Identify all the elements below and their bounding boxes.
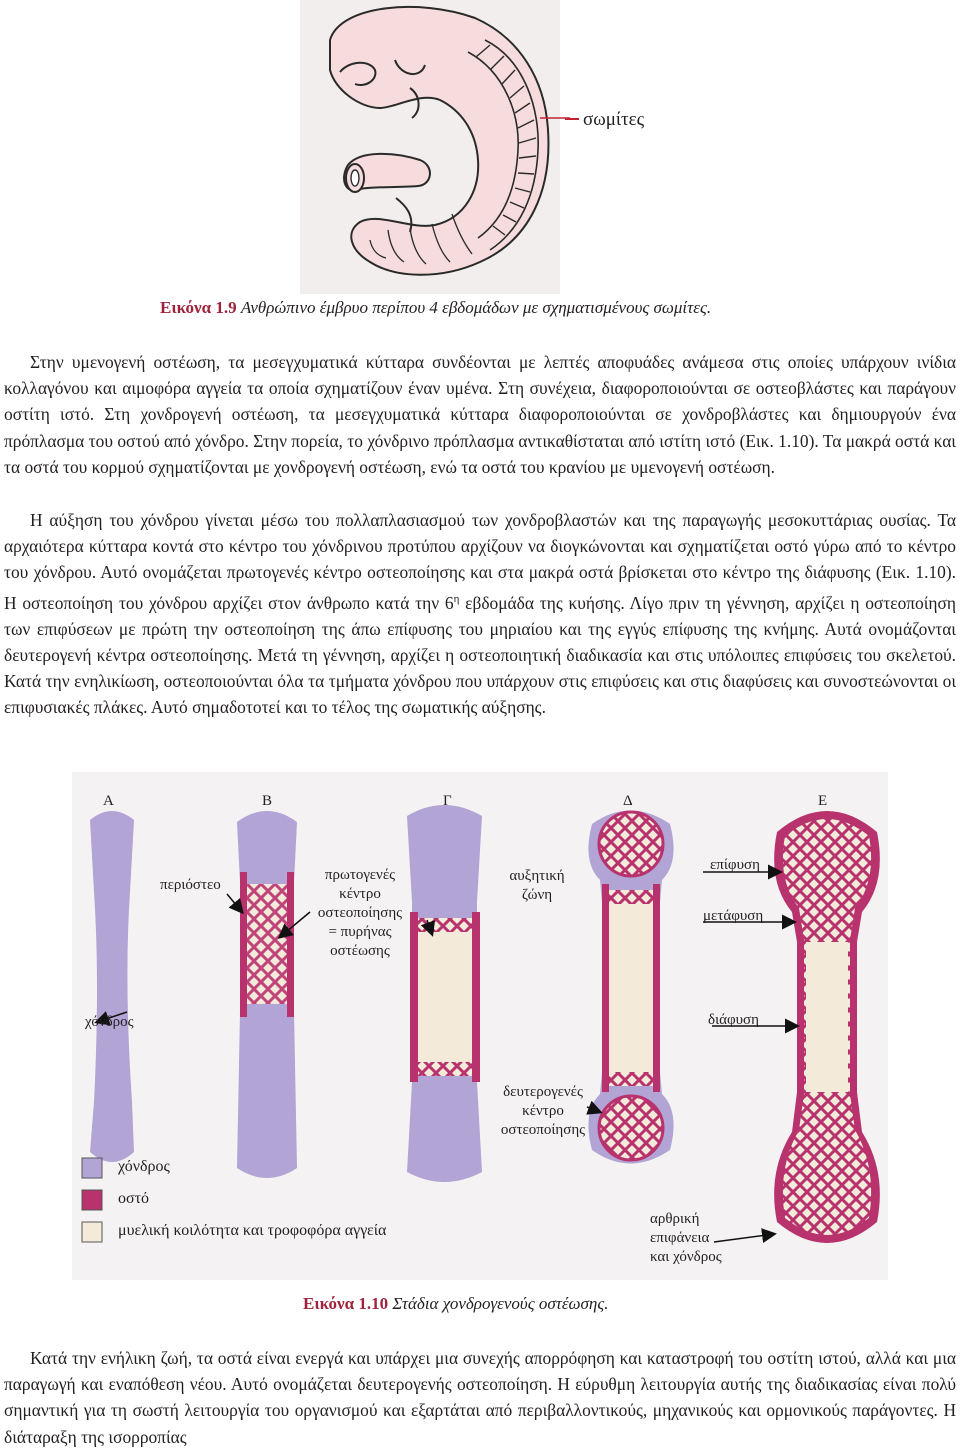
stage-c-bone bbox=[407, 805, 482, 1182]
growth-zone-line-2: ζώνη bbox=[521, 887, 553, 903]
stage-label-b: Β bbox=[262, 793, 273, 809]
legend-swatch-bone bbox=[81, 1189, 103, 1211]
stage-label-e: Ε bbox=[818, 793, 828, 809]
ossification-figure bbox=[72, 772, 888, 1280]
legend-swatch-marrow bbox=[81, 1221, 103, 1243]
legend-cartilage-label: χόνδρος bbox=[118, 1158, 170, 1175]
paragraph-2-part-2: εβδομάδα της κυήσης. Λίγο πριν τη γέννησ… bbox=[4, 592, 956, 718]
growth-zone-line-1: αυξητική bbox=[509, 868, 565, 884]
paragraph-3: Κατά την ενήλικη ζωή, τα οστά είναι ενερ… bbox=[4, 1348, 956, 1447]
figure-1-10-text: Στάδια χονδρογενούς οστέωσης. bbox=[392, 1294, 609, 1313]
diaphysis-label: διάφυση bbox=[708, 1012, 759, 1028]
primary-center-line-3: οστεοποίησης bbox=[317, 905, 403, 921]
paragraph-2: Η αύξηση του χόνδρου γίνεται μέσω του πο… bbox=[4, 507, 956, 720]
periosteum-label: περιόστεο bbox=[160, 877, 221, 893]
figure-1-10-number: Εικόνα 1.10 bbox=[303, 1294, 389, 1313]
somites-leader-line bbox=[565, 118, 579, 120]
primary-center-label: πρωτογενές κέντρο οστεοποίησης = πυρήνας… bbox=[312, 866, 408, 961]
stage-e-bone bbox=[774, 811, 880, 1243]
primary-center-line-1: πρωτογενές bbox=[324, 867, 396, 883]
paragraph-2-part-1: Η αύξηση του χόνδρου γίνεται μέσω του πο… bbox=[4, 510, 956, 613]
figure-1-9-caption: Εικόνα 1.9 Ανθρώπινο έμβρυο περίπου 4 εβ… bbox=[160, 297, 711, 319]
figure-1-9-text: Ανθρώπινο έμβρυο περίπου 4 εβδομάδων με … bbox=[240, 298, 712, 317]
legend-bone-label: οστό bbox=[118, 1190, 150, 1207]
secondary-center-line-2: κέντρο bbox=[522, 1103, 564, 1119]
stage-d-bone bbox=[588, 810, 674, 1164]
paragraph-1: Στην υμενογενή οστέωση, τα μεσεγχυματικά… bbox=[4, 352, 956, 477]
metaphysis-label: μετάφυση bbox=[703, 908, 764, 924]
embryo-illustration bbox=[300, 0, 570, 294]
somites-label: σωμίτες bbox=[583, 109, 645, 130]
embryo-figure bbox=[300, 0, 570, 296]
primary-center-line-2: κέντρο bbox=[339, 886, 381, 902]
articular-line-3: και χόνδρος bbox=[650, 1249, 722, 1265]
articular-line-2: επιφάνεια bbox=[650, 1230, 710, 1246]
secondary-center-line-1: δευτερογενές bbox=[503, 1084, 583, 1100]
stage-b-bone bbox=[237, 811, 297, 1178]
figure-1-10-caption: Εικόνα 1.10 Στάδια χονδρογενούς οστέωσης… bbox=[303, 1293, 609, 1315]
secondary-center-line-3: οστεοποίησης bbox=[500, 1122, 586, 1138]
stage-label-a: Α bbox=[103, 793, 114, 809]
stage-label-d: Δ bbox=[623, 793, 633, 809]
cartilage-label: χόνδρος bbox=[85, 1014, 134, 1030]
stage-a-cartilage bbox=[90, 811, 134, 1162]
articular-label: αρθρική επιφάνεια και χόνδρος bbox=[650, 1210, 722, 1267]
figure-1-9-number: Εικόνα 1.9 bbox=[160, 298, 237, 317]
stage-label-c: Γ bbox=[443, 793, 452, 809]
legend-marrow-label: μυελική κοιλότητα και τροφοφόρα αγγεία bbox=[118, 1222, 387, 1239]
paragraph-2-superscript: η bbox=[453, 592, 460, 605]
secondary-center-label: δευτερογενές κέντρο οστεοποίησης bbox=[498, 1083, 588, 1140]
epiphysis-label: επίφυση bbox=[710, 857, 760, 873]
primary-center-line-5: οστέωσης bbox=[330, 943, 390, 959]
growth-zone-label: αυξητική ζώνη bbox=[505, 867, 569, 905]
articular-line-1: αρθρική bbox=[650, 1211, 700, 1227]
primary-center-line-4: = πυρήνας bbox=[328, 924, 392, 940]
ossification-illustration bbox=[81, 805, 880, 1244]
legend-swatch-cartilage bbox=[81, 1157, 103, 1179]
